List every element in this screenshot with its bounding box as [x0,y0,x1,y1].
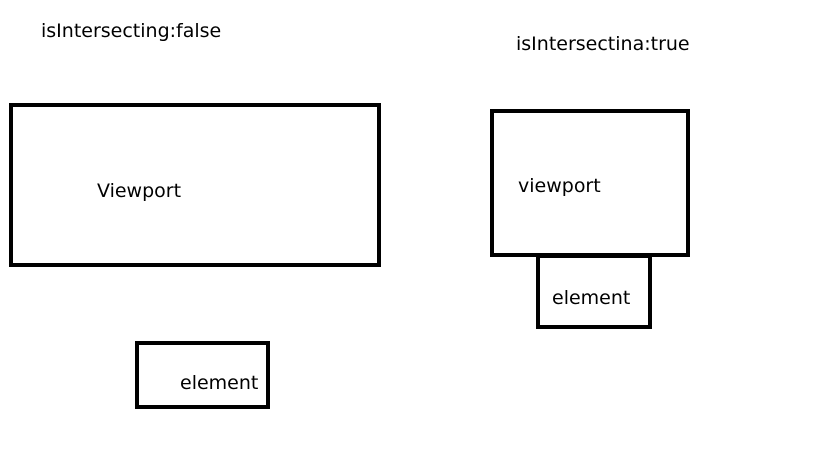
left-title: isIntersecting:false [41,20,222,42]
right-viewport-label: viewport [518,175,601,197]
right-viewport-box: viewport [490,109,690,257]
left-element-box: element [135,341,270,409]
right-element-box: element [536,254,652,329]
left-viewport-box: Viewport [9,103,381,267]
right-title: isIntersectina:true [516,33,690,55]
left-viewport-label: Viewport [97,180,182,202]
left-element-label: element [180,372,259,394]
right-element-label: element [552,287,631,309]
